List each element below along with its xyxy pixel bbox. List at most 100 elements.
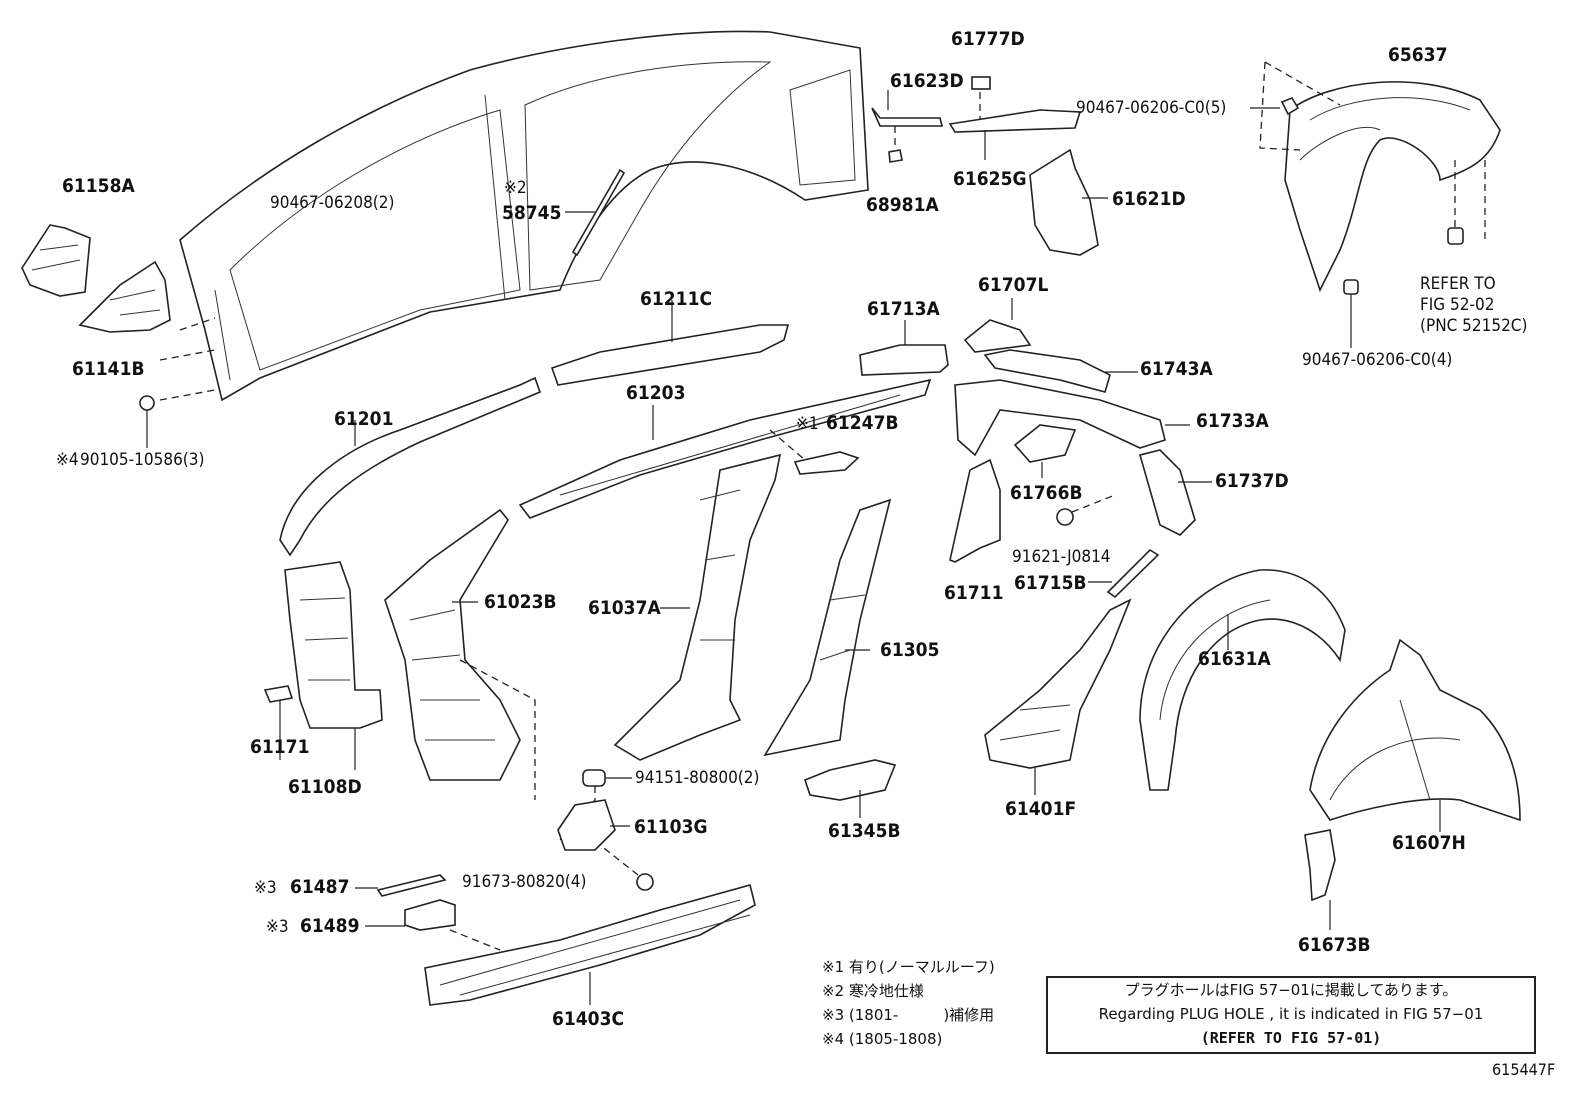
label-61023b: 61023B xyxy=(484,591,557,613)
rocker-61403c xyxy=(424,884,756,1006)
bolt-90105 xyxy=(139,395,155,448)
label-91673: 91673-80820(4) xyxy=(462,872,587,892)
label-61037a: 61037A xyxy=(588,597,661,619)
label-61715b: 61715B xyxy=(1014,572,1087,594)
label-58745: 58745 xyxy=(502,202,562,224)
bolt-91673 xyxy=(636,873,654,891)
note-3: ※3 (1801- )補修用 xyxy=(822,1006,995,1024)
label-68981a: 68981A xyxy=(866,194,939,216)
liner-65637 xyxy=(1250,61,1501,348)
label-61201: 61201 xyxy=(334,408,394,430)
label-61141b: 61141B xyxy=(72,358,145,380)
label-61737d: 61737D xyxy=(1215,470,1289,492)
label-65637: 65637 xyxy=(1388,44,1448,66)
label-61625g: 61625G xyxy=(953,168,1027,190)
refer-box-line-3: (REFER TO FIG 57-01) xyxy=(1200,1029,1382,1047)
label-61621d: 61621D xyxy=(1112,188,1186,210)
mark-61487: ※3 xyxy=(254,878,277,898)
pad-58745 xyxy=(571,168,626,257)
label-61487: 61487 xyxy=(290,876,350,898)
rail-61625g xyxy=(948,109,1082,133)
label-61733a: 61733A xyxy=(1196,410,1269,432)
note-2: ※2 寒冷地仕様 xyxy=(822,982,924,1000)
label-61743a: 61743A xyxy=(1140,358,1213,380)
wheelhouse-61607h xyxy=(1309,638,1521,832)
bracket-61713a xyxy=(859,344,949,376)
bracket-61707l xyxy=(963,319,1032,353)
plate-61487 xyxy=(376,874,447,897)
wheelhouse-61631a xyxy=(1139,569,1346,791)
refer-line-3: (PNC 52152C) xyxy=(1420,316,1528,336)
rail-61201 xyxy=(279,376,542,557)
bracket-61733a xyxy=(954,379,1166,457)
label-61673b: 61673B xyxy=(1298,934,1371,956)
refer-line-2: FIG 52-02 xyxy=(1420,295,1495,315)
pillar-61711 xyxy=(949,458,1001,563)
label-61623d: 61623D xyxy=(890,70,964,92)
label-61305: 61305 xyxy=(880,639,940,661)
plate-61489 xyxy=(404,899,456,931)
cap-61777d xyxy=(971,76,991,90)
label-61403c: 61403C xyxy=(552,1008,625,1030)
label-61489: 61489 xyxy=(300,915,360,937)
bracket-61141b xyxy=(78,260,171,333)
label-90467-06206-4: 90467-06206-C0(4) xyxy=(1302,350,1453,370)
mark-61489: ※3 xyxy=(266,917,289,937)
panel-61401f xyxy=(984,598,1132,795)
note-1: ※1 有り(ノーマルルーフ) xyxy=(822,958,995,976)
label-61103g: 61103G xyxy=(634,816,708,838)
label-61777d: 61777D xyxy=(951,28,1025,50)
bracket-61766b xyxy=(1013,424,1077,463)
bolt-91621 xyxy=(1056,508,1074,526)
mark-61247b: ※1 xyxy=(796,414,819,434)
label-90105: 90105-10586(3) xyxy=(80,450,205,470)
label-61203: 61203 xyxy=(626,382,686,404)
mark-90105: ※4 xyxy=(56,450,79,470)
refer-line-1: REFER TO xyxy=(1420,274,1496,294)
label-61707l: 61707L xyxy=(978,274,1049,296)
label-61345b: 61345B xyxy=(828,820,901,842)
label-61711: 61711 xyxy=(944,582,1004,604)
bracket-61715b xyxy=(1106,548,1160,599)
bracket-61103g xyxy=(557,799,616,851)
bracket-61247b xyxy=(793,451,860,475)
note-4: ※4 (1805-1808) xyxy=(822,1030,943,1048)
label-61766b: 61766B xyxy=(1010,482,1083,504)
plug-hole-reference-box: プラグホールはFIG 57−01に掲載してあります。 Regarding PLU… xyxy=(1046,976,1536,1054)
rail-61623d xyxy=(871,107,944,127)
label-91621: 91621-J0814 xyxy=(1012,547,1111,567)
label-61211c: 61211C xyxy=(640,288,713,310)
label-90467-06206-5: 90467-06206-C0(5) xyxy=(1076,98,1227,118)
bracket-61743a xyxy=(983,349,1111,393)
bracket-61345b xyxy=(804,759,897,801)
pillar-61023b xyxy=(384,508,536,800)
label-61158a: 61158A xyxy=(62,175,135,197)
grommet-94151 xyxy=(582,769,606,787)
figure-code: 615447F xyxy=(1492,1060,1556,1079)
label-90467-06208: 90467-06208(2) xyxy=(270,193,395,213)
pillar-61037a xyxy=(613,453,782,761)
rail-61211c xyxy=(550,324,790,386)
label-61713a: 61713A xyxy=(867,298,940,320)
gusset-61621d xyxy=(1029,148,1099,256)
clip-61171 xyxy=(263,685,294,703)
label-94151: 94151-80800(2) xyxy=(635,768,760,788)
bracket-61158a xyxy=(21,224,91,297)
label-61108d: 61108D xyxy=(288,776,362,798)
label-61401f: 61401F xyxy=(1005,798,1077,820)
rail-61203 xyxy=(518,378,932,519)
label-61247b: 61247B xyxy=(826,412,899,434)
bracket-61737d xyxy=(1139,449,1196,536)
refer-box-line-2: Regarding PLUG HOLE , it is indicated in… xyxy=(1098,1005,1484,1023)
label-61631a: 61631A xyxy=(1198,648,1271,670)
pillar-61108d xyxy=(279,561,383,770)
label-61607h: 61607H xyxy=(1392,832,1466,854)
pillar-61305 xyxy=(763,498,892,757)
label-61171: 61171 xyxy=(250,736,310,758)
mark-58745: ※2 xyxy=(504,178,527,198)
bracket-61673b xyxy=(1304,829,1336,902)
clip-68981a xyxy=(888,149,903,163)
body-side-outer-panel xyxy=(179,30,869,402)
refer-box-line-1: プラグホールはFIG 57−01に掲載してあります。 xyxy=(1124,981,1458,999)
